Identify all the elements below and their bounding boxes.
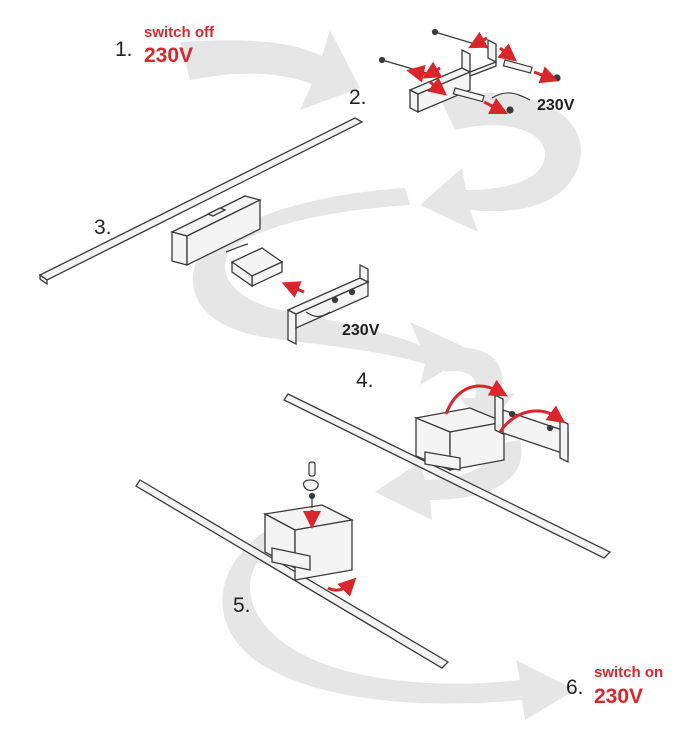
rotate-arrow-icon: [302, 479, 319, 492]
mounting-bracket-icon: [286, 263, 370, 346]
screw-icon: [378, 28, 489, 75]
step-number: 6.: [566, 676, 584, 699]
mounting-bracket-icon: [494, 393, 569, 464]
cable-icon: [491, 92, 531, 101]
step-number: 4.: [356, 369, 374, 392]
red-arrows-step2: [406, 31, 559, 115]
step-number: 1.: [115, 38, 133, 61]
switch-off-label: switch off: [144, 24, 214, 41]
lamp-housing-icon: [170, 195, 262, 267]
voltage-label: 230V: [537, 97, 575, 114]
lamp-bar-icon: [283, 393, 612, 559]
voltage-label: 230V: [342, 322, 380, 339]
voltage-label: 230V: [144, 44, 194, 67]
lamp-bar-icon: [135, 479, 450, 669]
step-number: 2.: [349, 86, 367, 109]
power-supply-icon: [225, 243, 284, 288]
switch-on-label: switch on: [594, 664, 664, 681]
step-number: 3.: [94, 216, 112, 239]
lamp-housing-icon: [413, 407, 507, 471]
step-number: 5.: [233, 594, 251, 617]
voltage-label: 230V: [594, 685, 644, 708]
red-arrows-step5: [303, 510, 357, 597]
red-arrow-step3: [281, 281, 305, 298]
rotate-arrow-icon: [444, 379, 566, 433]
set-screw-icon: [308, 461, 316, 508]
lamp-bar-icon: [38, 117, 364, 286]
